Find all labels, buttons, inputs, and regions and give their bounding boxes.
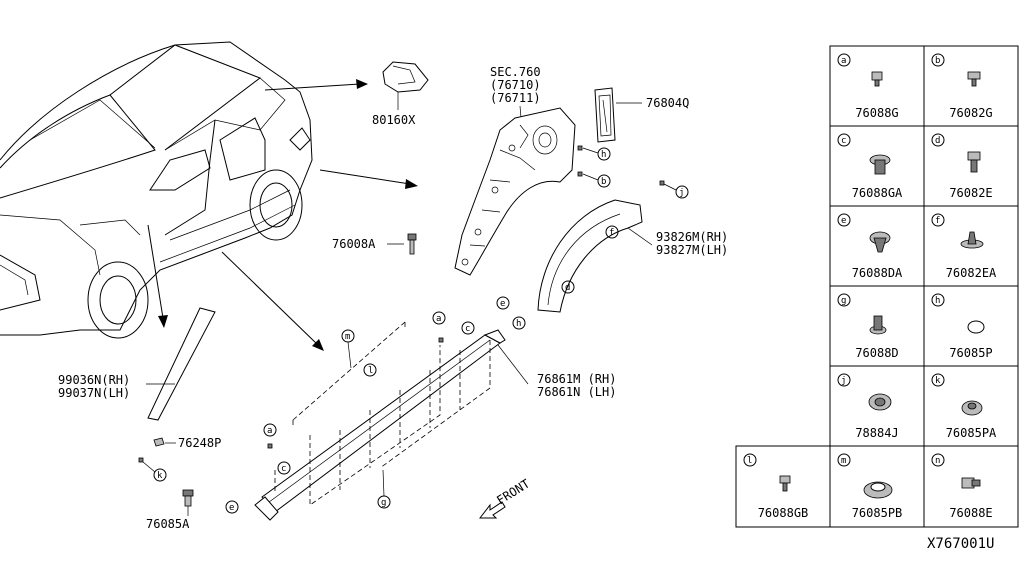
fastener-icon-k xyxy=(961,400,983,416)
callout-k-sill: k xyxy=(157,471,163,481)
legend-letter-circle-e xyxy=(837,213,851,227)
label-93827m: 93827M(LH) xyxy=(656,243,728,257)
legend-letter-circle-g xyxy=(837,293,851,307)
label-76861m: 76861M (RH) xyxy=(537,372,616,386)
part-93826m-moulding: f d 93826M(RH) 93827M(LH) xyxy=(537,199,728,313)
label-80160x: 80160X xyxy=(372,113,416,127)
legend-letter-b: b xyxy=(935,56,940,66)
legend-part-n: 76088E xyxy=(949,506,992,520)
callout-h-sill: h xyxy=(516,319,521,329)
legend-part-h: 76085P xyxy=(949,346,992,360)
legend-part-c: 76088GA xyxy=(852,186,903,200)
callout-g-sill: g xyxy=(381,498,386,508)
part-wheelhouse-inner: SEC.760 (76710) (76711) xyxy=(454,65,576,276)
legend-letter-circle-j xyxy=(837,373,851,387)
legend-labels: a 76088G b 76082G c 76088GA d 76082E e 76088DA f 76… xyxy=(743,53,997,520)
label-sec-76711: (76711) xyxy=(490,91,541,105)
legend-part-d: 76082E xyxy=(949,186,992,200)
legend-letter-circle-h xyxy=(931,293,945,307)
fastener-icon-c xyxy=(869,154,891,175)
legend-letter-circle-k xyxy=(931,373,945,387)
callout-l-sill: l xyxy=(368,366,373,376)
diagram-code: X767001U xyxy=(927,536,994,552)
label-93826m: 93826M(RH) xyxy=(656,230,728,244)
part-76008a: 76008A xyxy=(332,233,417,255)
part-76804q: 76804Q xyxy=(594,87,689,143)
legend-letter-circle-a xyxy=(837,53,851,67)
fastener-icon-g xyxy=(869,315,887,335)
legend-letter-g: g xyxy=(841,296,846,306)
pointer-arrows xyxy=(147,79,418,351)
callout-m-sill: m xyxy=(345,332,350,342)
fastener-legend xyxy=(735,45,1019,528)
legend-letter-f: f xyxy=(935,216,940,226)
legend-part-l: 76088GB xyxy=(758,506,809,520)
callout-e-sill-top: e xyxy=(500,299,505,309)
fastener-icon-n xyxy=(961,477,981,489)
legend-part-b: 76082G xyxy=(949,106,992,120)
legend-letter-circle-l xyxy=(743,453,757,467)
label-sec-76710: (76710) xyxy=(490,78,541,92)
fastener-icon-d xyxy=(967,151,981,173)
legend-letter-circle-d xyxy=(931,133,945,147)
legend-letter-n: n xyxy=(935,456,940,466)
label-76804q: 76804Q xyxy=(646,96,689,110)
legend-part-a: 76088G xyxy=(855,106,898,120)
legend-letter-e: e xyxy=(841,216,846,226)
fastener-icon-a xyxy=(871,71,883,87)
legend-letter-circle-c xyxy=(837,133,851,147)
legend-part-g: 76088D xyxy=(855,346,898,360)
legend-part-m: 76085PB xyxy=(852,506,903,520)
fastener-icon-b xyxy=(967,71,981,87)
label-sec-760: SEC.760 xyxy=(490,65,541,79)
callout-j-panel: j xyxy=(679,188,684,198)
fastener-icon-h xyxy=(967,320,985,334)
legend-letter-d: d xyxy=(935,136,940,146)
legend-part-k: 76085PA xyxy=(946,426,997,440)
legend-letter-m: m xyxy=(841,456,846,466)
label-76085a: 76085A xyxy=(146,517,190,531)
fastener-icon-j xyxy=(868,393,892,411)
legend-letter-a: a xyxy=(841,56,846,66)
label-76248p: 76248P xyxy=(178,436,221,450)
label-99036n: 99036N(RH) xyxy=(58,373,130,387)
label-front: FRONT xyxy=(494,477,532,508)
legend-letter-circle-n xyxy=(931,453,945,467)
callout-h-panel: h xyxy=(601,150,606,160)
legend-letter-c: c xyxy=(841,136,846,146)
callout-c-sill-bottom: c xyxy=(281,464,286,474)
part-80160x: 80160X xyxy=(372,61,429,127)
legend-part-f: 76082EA xyxy=(946,266,997,280)
front-direction-arrow: FRONT xyxy=(478,477,532,519)
legend-part-j: 78884J xyxy=(855,426,898,440)
legend-letter-circle-f xyxy=(931,213,945,227)
legend-letter-l: l xyxy=(747,456,752,466)
callout-b-panel: b xyxy=(601,177,606,187)
label-76861n: 76861N (LH) xyxy=(537,385,616,399)
legend-letter-circle-m xyxy=(837,453,851,467)
fastener-icon-e xyxy=(869,231,891,253)
label-99037n: 99037N(LH) xyxy=(58,386,130,400)
legend-letter-circle-b xyxy=(931,53,945,67)
fastener-icon-f xyxy=(960,231,984,249)
part-99036n-trim: 99036N(RH) 99037N(LH) 76248P k 76085A xyxy=(58,307,221,531)
label-76008a: 76008A xyxy=(332,237,376,251)
callout-c-sill-top: c xyxy=(465,324,470,334)
legend-part-e: 76088DA xyxy=(852,266,903,280)
callout-d-arch: d xyxy=(565,283,570,293)
legend-letter-k: k xyxy=(935,376,941,386)
callout-a-sill-bottom: a xyxy=(267,426,272,436)
legend-letter-j: j xyxy=(841,376,846,386)
callout-a-sill-top: a xyxy=(436,314,441,324)
callout-e-sill-bottom: e xyxy=(229,503,234,513)
fastener-icon-m xyxy=(863,481,893,499)
part-76861m-sill: m l a e h c a c e g 76861M (RH) 76861N (… xyxy=(225,296,616,521)
car-illustration xyxy=(0,41,313,339)
callout-f-arch: f xyxy=(609,228,614,238)
legend-letter-h: h xyxy=(935,296,940,306)
panel-clips: h b j xyxy=(577,145,689,199)
fastener-icon-l xyxy=(779,475,791,492)
